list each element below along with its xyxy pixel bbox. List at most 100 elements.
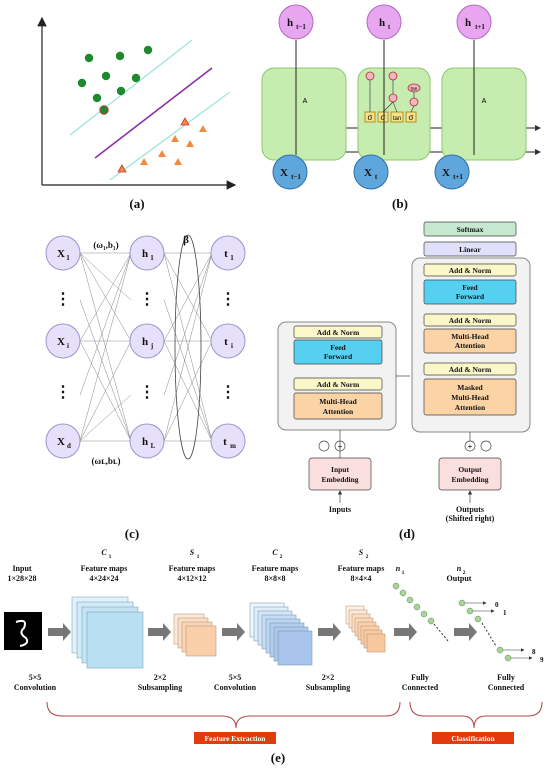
dots: ⋮: [220, 291, 236, 308]
elm-output-sub: m: [230, 442, 236, 450]
elm-output-label: t: [224, 248, 228, 260]
output-label-8: 8: [532, 648, 536, 656]
cell-label-right: A: [482, 98, 487, 105]
green-point: [115, 51, 125, 61]
elm-output-sub: i: [231, 342, 233, 350]
elm-output-nodes: t 1 t i t m: [210, 235, 246, 459]
dec-multi-head-attention: [423, 328, 517, 354]
s1-sub: 1: [197, 554, 200, 560]
flow-arrow-4: [318, 623, 341, 641]
orange-triangle: [199, 125, 207, 132]
enc-mha-label-2: Attention: [323, 407, 354, 416]
s1-title: Feature maps: [169, 564, 216, 573]
gate-wire: [410, 105, 415, 113]
elm-hidden-sub: j: [150, 342, 153, 350]
flow-arrow-6: [454, 623, 477, 641]
input-embedding-label-2: Embedding: [321, 475, 358, 484]
cell-label-left: A: [303, 98, 308, 105]
input-embedding-label-1: Input: [331, 465, 349, 474]
dots: ⋮: [55, 291, 71, 308]
c1-size: 4×24×24: [89, 574, 118, 583]
mult-op-output: [409, 97, 419, 107]
classification-badge: [432, 732, 514, 744]
elm-output-label: t: [223, 436, 227, 448]
output-label-9: 9: [540, 656, 544, 664]
output-node-label: h: [379, 17, 385, 29]
enc-multi-head-attention: [293, 392, 383, 420]
output-node-label: h: [287, 17, 293, 29]
orange-triangle: [174, 158, 182, 165]
c2-size: 8×8×8: [264, 574, 285, 583]
output-node-h-t-minus-1: [278, 4, 314, 40]
panel-label-a: (a): [129, 196, 144, 211]
cnn-input-size: 1×28×28: [7, 574, 36, 583]
s1-feature-maps: [173, 613, 217, 657]
op-label-6b: Connected: [488, 683, 525, 692]
elm-output-node: [210, 235, 246, 271]
s1-size: 4×12×12: [177, 574, 206, 583]
dec-feed-forward-label-2: Forward: [456, 292, 485, 301]
panel-c-elm: β (ω₁,b₁) (ωʟ,bʟ) X 1 X i X d h 1 h j h …: [45, 234, 246, 541]
elm-input-sub: 1: [66, 254, 70, 262]
input-node-label: X: [280, 167, 288, 179]
c1-feature-maps: [71, 596, 144, 669]
panel-b-lstm: A A σ σ tan σ tan: [261, 4, 541, 211]
green-point: [84, 53, 94, 63]
orange-triangle: [140, 158, 148, 165]
lstm-gates: σ σ tan σ tan: [364, 71, 421, 123]
s2-feature-maps: [345, 605, 386, 653]
dots: ⋮: [139, 291, 155, 308]
dec-add-norm-1: [423, 362, 517, 376]
inputs-label: Inputs: [329, 505, 351, 514]
enc-add-norm-1-label: Add & Norm: [317, 380, 360, 389]
input-embedding: [308, 457, 372, 491]
elm-input-node: [45, 423, 81, 459]
elm-input-node: [45, 323, 81, 359]
n2-title: Output: [447, 574, 472, 583]
masked-mha-label-2: Multi-Head: [451, 393, 489, 402]
elm-input-node: [45, 235, 81, 271]
fc2-continuation: [481, 622, 497, 647]
beta-label: β: [183, 234, 189, 246]
panel-d-transformer: Add & Norm Feed Forward Add & Norm Multi…: [277, 221, 531, 541]
op-label-5a: Fully: [411, 673, 429, 682]
op-label-4a: 2×2: [322, 673, 335, 682]
flow-arrow-1: [48, 623, 71, 641]
dec-mha-label-1: Multi-Head: [451, 332, 489, 341]
dec-positional-encoding: [480, 440, 492, 452]
output-label-1: 1: [503, 609, 507, 617]
weight-bottom-label: (ωʟ,bʟ): [92, 456, 121, 466]
input-node-sub: t: [375, 173, 378, 181]
elm-output-node: [210, 323, 246, 359]
elm-hidden-node: [129, 423, 165, 459]
classification-brace: [409, 701, 543, 729]
green-point: [131, 73, 141, 83]
mult-op-input: [388, 93, 398, 103]
elm-hidden-nodes: h 1 h j h L: [129, 235, 165, 459]
elm-hidden-node: [129, 235, 165, 271]
outputs-sub-label: (Shifted right): [446, 514, 495, 523]
c1-sub: 1: [109, 554, 112, 560]
enc-feed-forward-label-1: Feed: [330, 343, 346, 352]
orange-triangle: [158, 150, 166, 157]
beta-ellipse: [174, 234, 202, 460]
input-node-x-t-plus-1: [434, 154, 470, 190]
orange-triangle: [171, 135, 179, 142]
flow-arrow-2: [148, 623, 171, 641]
dec-feed-forward-label-1: Feed: [462, 283, 478, 292]
softmax-label: Softmax: [457, 225, 484, 234]
input-node-x-t-minus-1: [272, 154, 308, 190]
op-label-5b: Connected: [402, 683, 439, 692]
cnn-input-title: Input: [12, 564, 31, 573]
op-label-3a: 5×5: [229, 673, 242, 682]
op-label-1a: 5×5: [29, 673, 42, 682]
elm-input-label: X: [57, 248, 65, 260]
fc1-continuation: [433, 623, 449, 642]
enc-feed-forward-label-2: Forward: [324, 352, 353, 361]
elm-connections: [79, 252, 213, 442]
panel-label-e: (e): [271, 750, 285, 765]
green-point: [92, 93, 102, 103]
masked-mha-label-1: Masked: [457, 383, 483, 392]
n2-sub: 2: [463, 570, 466, 576]
